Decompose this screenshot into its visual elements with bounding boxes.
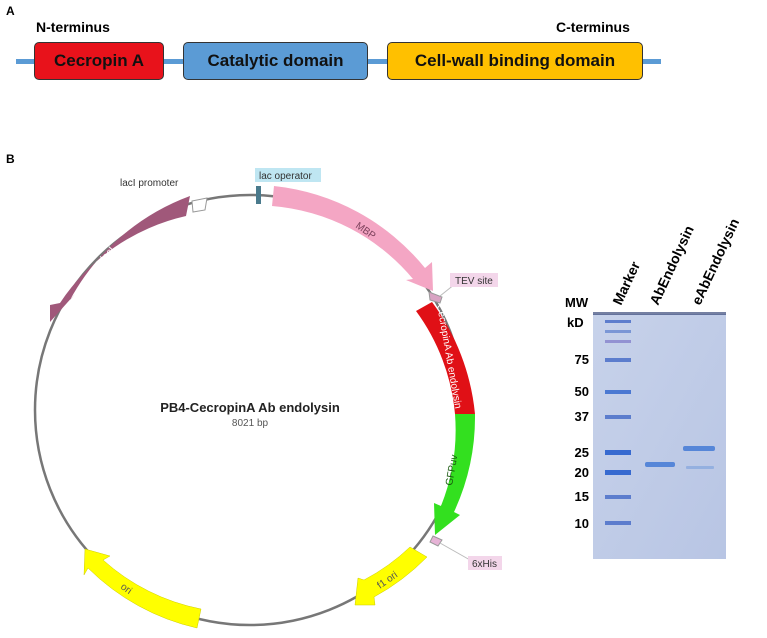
panel-b-letter: B <box>6 152 15 166</box>
gfpuv-label: GFPuv <box>444 454 460 487</box>
his-tag-leader <box>439 542 471 561</box>
eabendolysin-faint-band <box>686 466 714 469</box>
mbp-feature <box>272 186 433 291</box>
ladder-band <box>605 320 631 323</box>
his-tag-feature <box>429 535 443 547</box>
lane-label-marker: Marker <box>609 258 643 307</box>
marker-size-label: 50 <box>575 384 589 399</box>
ladder-band <box>605 330 631 333</box>
tev-site-feature <box>428 291 443 304</box>
tev-site-label: TEV site <box>455 276 493 287</box>
plasmid-size: 8021 bp <box>232 418 269 429</box>
cell-wall-binding-domain: Cell-wall binding domain <box>387 42 643 80</box>
tev-site-label-bg <box>450 273 498 287</box>
catalytic-domain: Catalytic domain <box>183 42 368 80</box>
marker-size-label: 15 <box>575 489 589 504</box>
laci-promoter-feature <box>191 197 208 213</box>
marker-size-label: 75 <box>575 352 589 367</box>
f1-ori-feature <box>354 546 428 606</box>
ladder-band-37 <box>605 415 631 419</box>
gel-background <box>593 314 726 559</box>
laci-promoter-label: lacI promoter <box>120 178 179 189</box>
marker-size-label: 37 <box>575 409 589 424</box>
eabendolysin-band <box>683 446 715 451</box>
gfpuv-feature <box>434 414 476 535</box>
ori-label: ori <box>118 581 133 596</box>
lac-operator-label-bg <box>255 168 321 182</box>
his-tag-label-bg <box>468 556 502 570</box>
plasmid-name: PB4-CecropinA Ab endolysin <box>160 400 340 415</box>
ladder-band <box>605 340 631 343</box>
marker-size-label: 10 <box>575 516 589 531</box>
marker-size-label: 25 <box>575 445 589 460</box>
ori-feature <box>83 548 202 629</box>
cecropin-endolysin-feature <box>416 302 475 414</box>
laci-feature <box>50 196 190 322</box>
ladder-band-10 <box>605 521 631 525</box>
mw-label: MW <box>565 295 589 310</box>
his-tag-label: 6xHis <box>472 559 497 570</box>
ladder-band-15 <box>605 495 631 499</box>
n-terminus-label: N-terminus <box>36 19 110 35</box>
ladder-band-75 <box>605 358 631 362</box>
ladder-band-50 <box>605 390 631 394</box>
panel-a-letter: A <box>6 4 15 18</box>
abendolysin-band <box>645 462 675 467</box>
marker-ladder <box>605 320 631 525</box>
lac-operator-label: lac operator <box>259 171 312 182</box>
lane-label-abendolysin: AbEndolysin <box>646 223 697 307</box>
c-terminus-label: C-terminus <box>556 19 630 35</box>
cecropin-a-domain: Cecropin A <box>34 42 164 80</box>
kd-label: kD <box>567 315 584 330</box>
ladder-band-25 <box>605 450 631 455</box>
gel-top-edge <box>593 312 726 315</box>
lac-operator-feature <box>256 186 261 204</box>
ladder-band-20 <box>605 470 631 475</box>
marker-size-label: 20 <box>575 465 589 480</box>
